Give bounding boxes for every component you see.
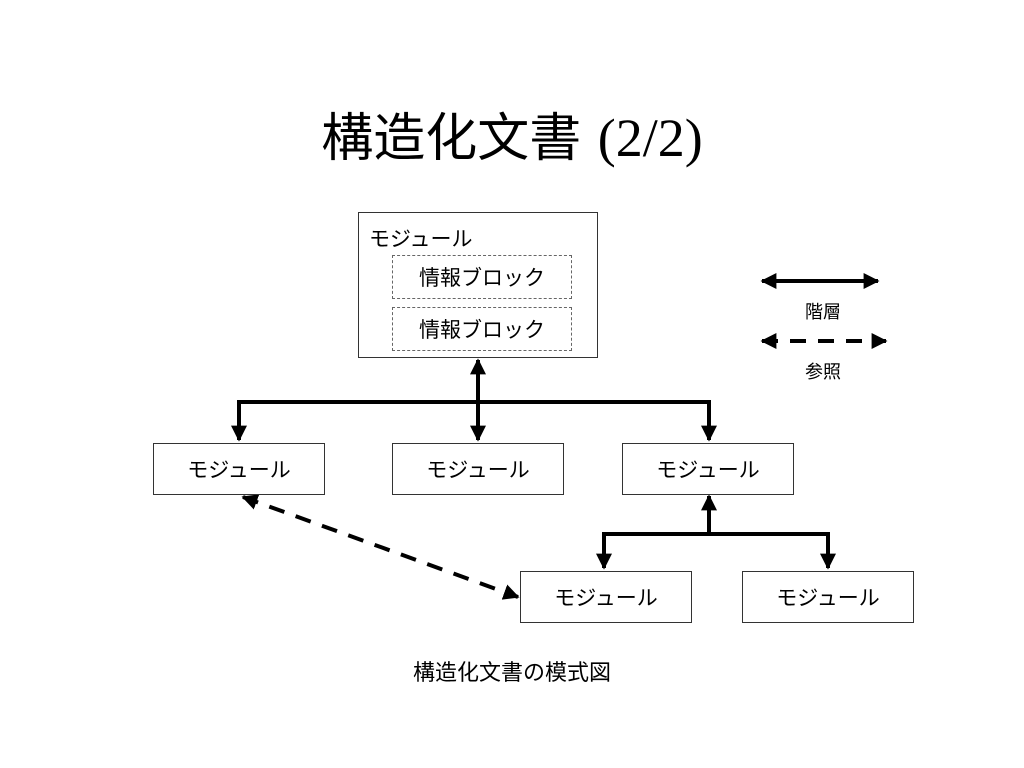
hierarchy-branch-sub [596,532,836,570]
module-box-center: モジュール [392,443,564,495]
module-box-sub-right: モジュール [742,571,914,623]
root-module-label: モジュール [369,227,473,251]
root-module-box: モジュール 情報ブロック 情報ブロック [358,212,598,358]
title-suffix: (2/2) [597,108,703,168]
module-box-right: モジュール [622,443,794,495]
hierarchy-branch-root [231,400,717,442]
title-main: 構造化文書 [321,109,582,169]
legend-reference-label: 参照 [805,362,841,383]
figure-caption: 構造化文書の模式図 [412,661,611,686]
info-block-2: 情報ブロック [392,307,572,351]
slide-title: 構造化文書 (2/2) [0,98,1024,179]
info-block-1: 情報ブロック [392,255,572,299]
reference-connector [241,494,520,600]
module-box-sub-left: モジュール [520,571,692,623]
legend-hierarchy-label: 階層 [805,302,841,323]
module-box-left: モジュール [153,443,325,495]
